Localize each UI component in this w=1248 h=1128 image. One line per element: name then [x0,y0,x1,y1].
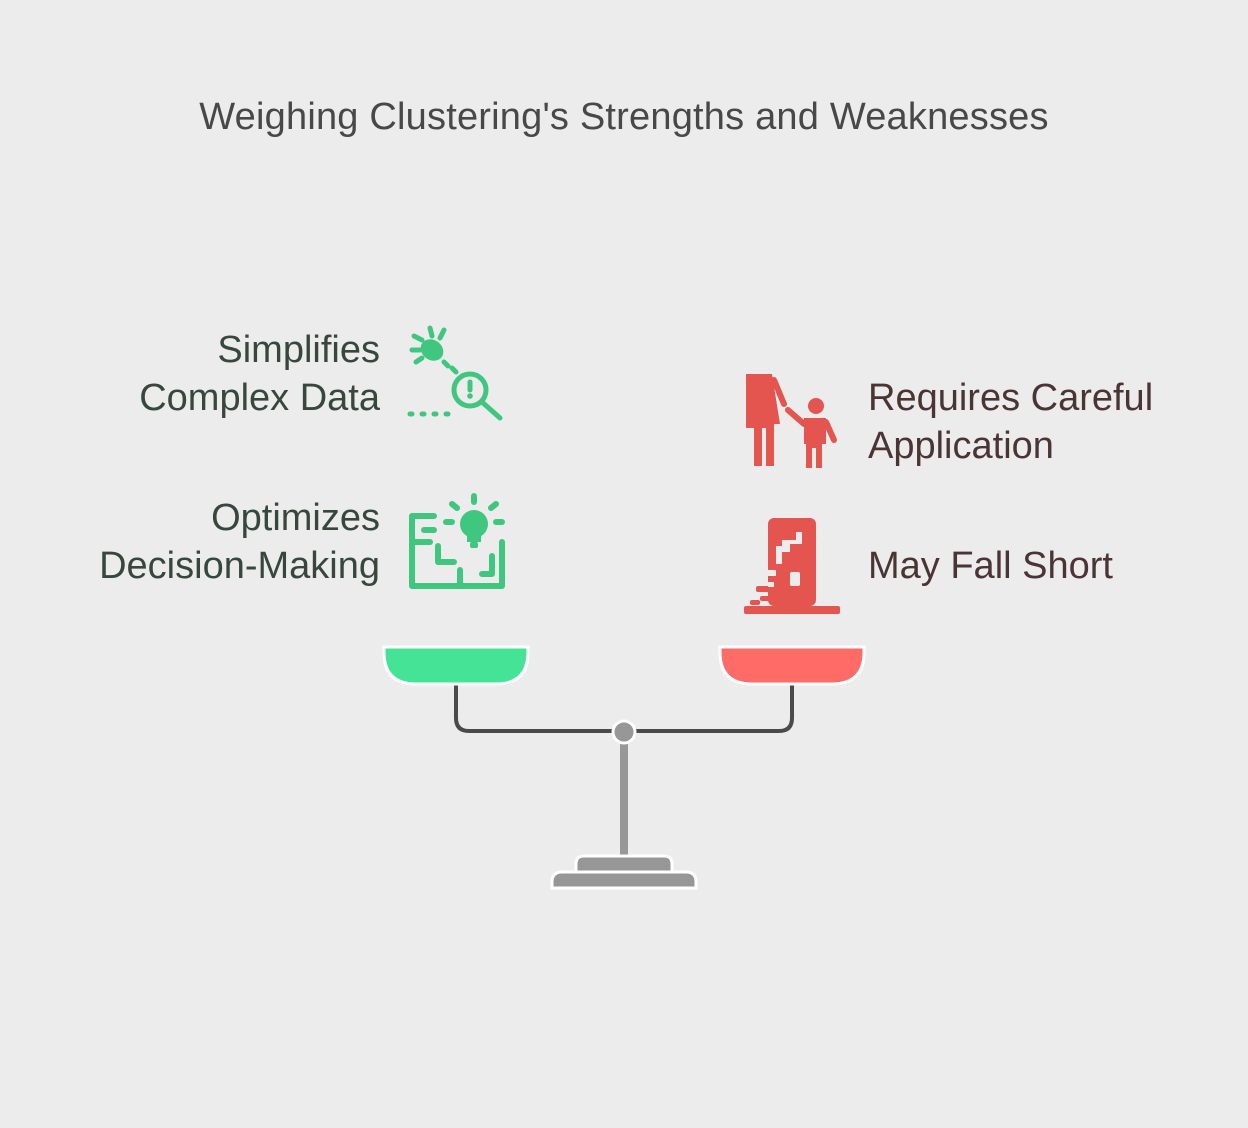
weaknesses-pan [718,645,866,686]
strengths-pan [382,645,530,686]
lightbulb-maze-icon [409,493,505,589]
weakness-label-fall-short: May Fall Short [868,545,1113,587]
crumbling-tower-icon [744,518,840,614]
adult-child-icon [746,374,837,468]
diagram-title: Weighing Clustering's Strengths and Weak… [199,96,1049,138]
strength-label-optimizes: Optimizes Decision-Making [99,497,380,587]
balance-base-top [574,854,674,874]
balance-pivot [611,719,637,745]
balance-base-bottom [550,870,698,890]
bug-magnifier-icon [407,325,503,421]
weakness-label-careful: Requires Careful Application [868,377,1154,467]
balance-post [620,740,628,858]
strength-label-simplifies: Simplifies Complex Data [139,329,380,419]
